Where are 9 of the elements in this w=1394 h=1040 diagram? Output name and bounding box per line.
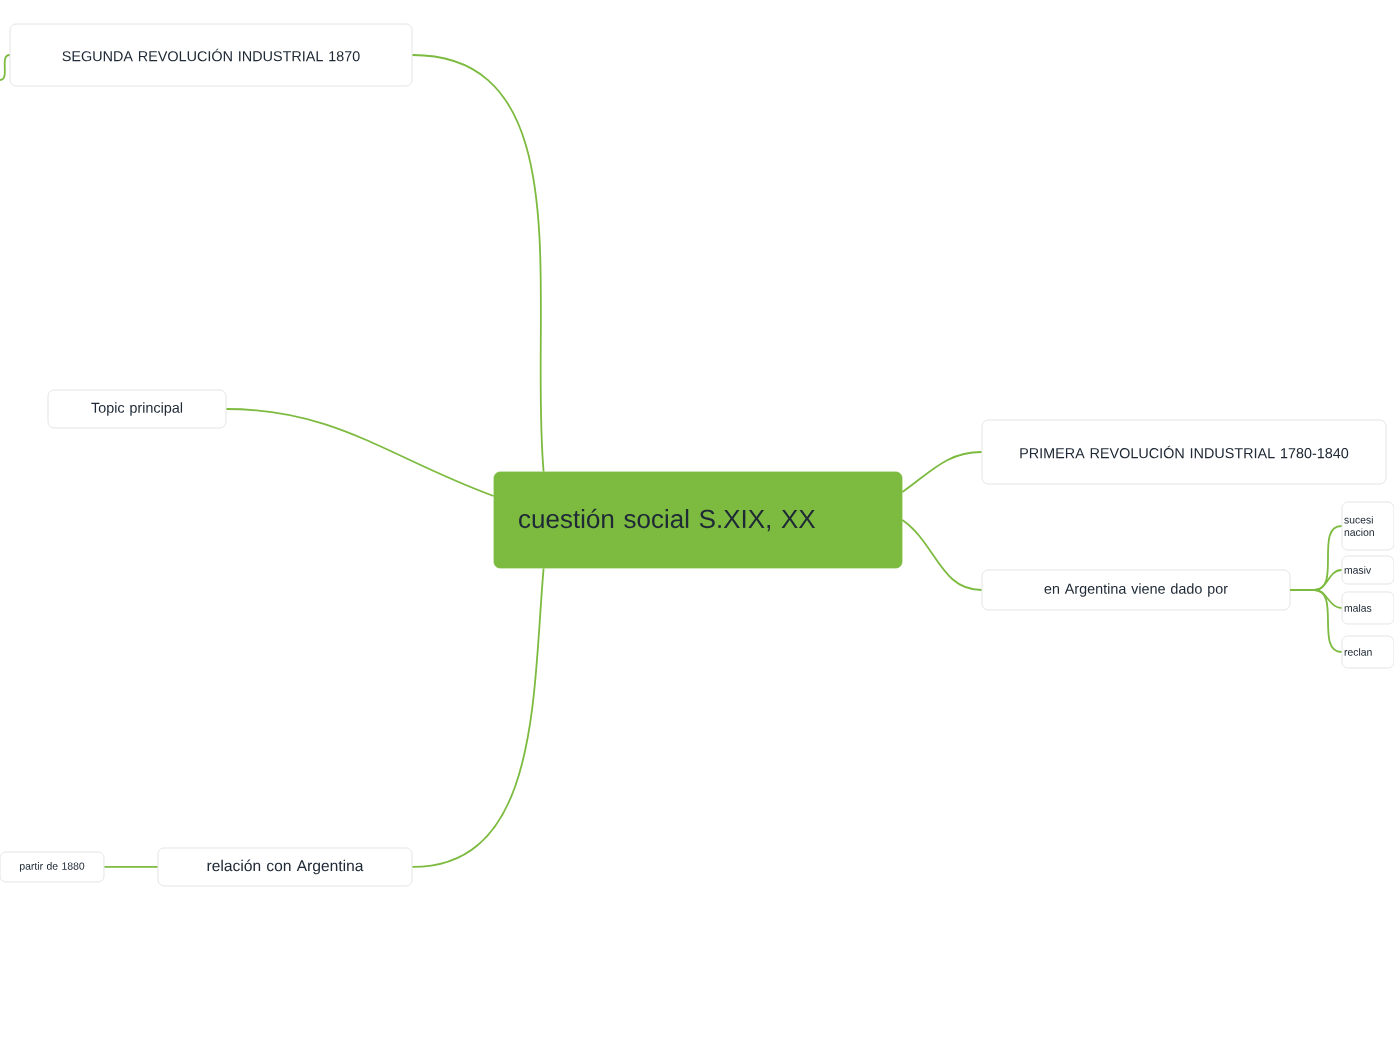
- connector-line: [411, 567, 545, 868]
- connector-line: [901, 519, 983, 591]
- connector-line: [0, 54, 11, 81]
- connector-line: [411, 54, 545, 473]
- connector-line: [225, 408, 495, 497]
- connector-line: [103, 866, 159, 868]
- central-topic-box: cuestión social S.XIX, XX: [493, 471, 903, 569]
- connector-line: [1289, 589, 1343, 653]
- connector-line: [901, 451, 983, 493]
